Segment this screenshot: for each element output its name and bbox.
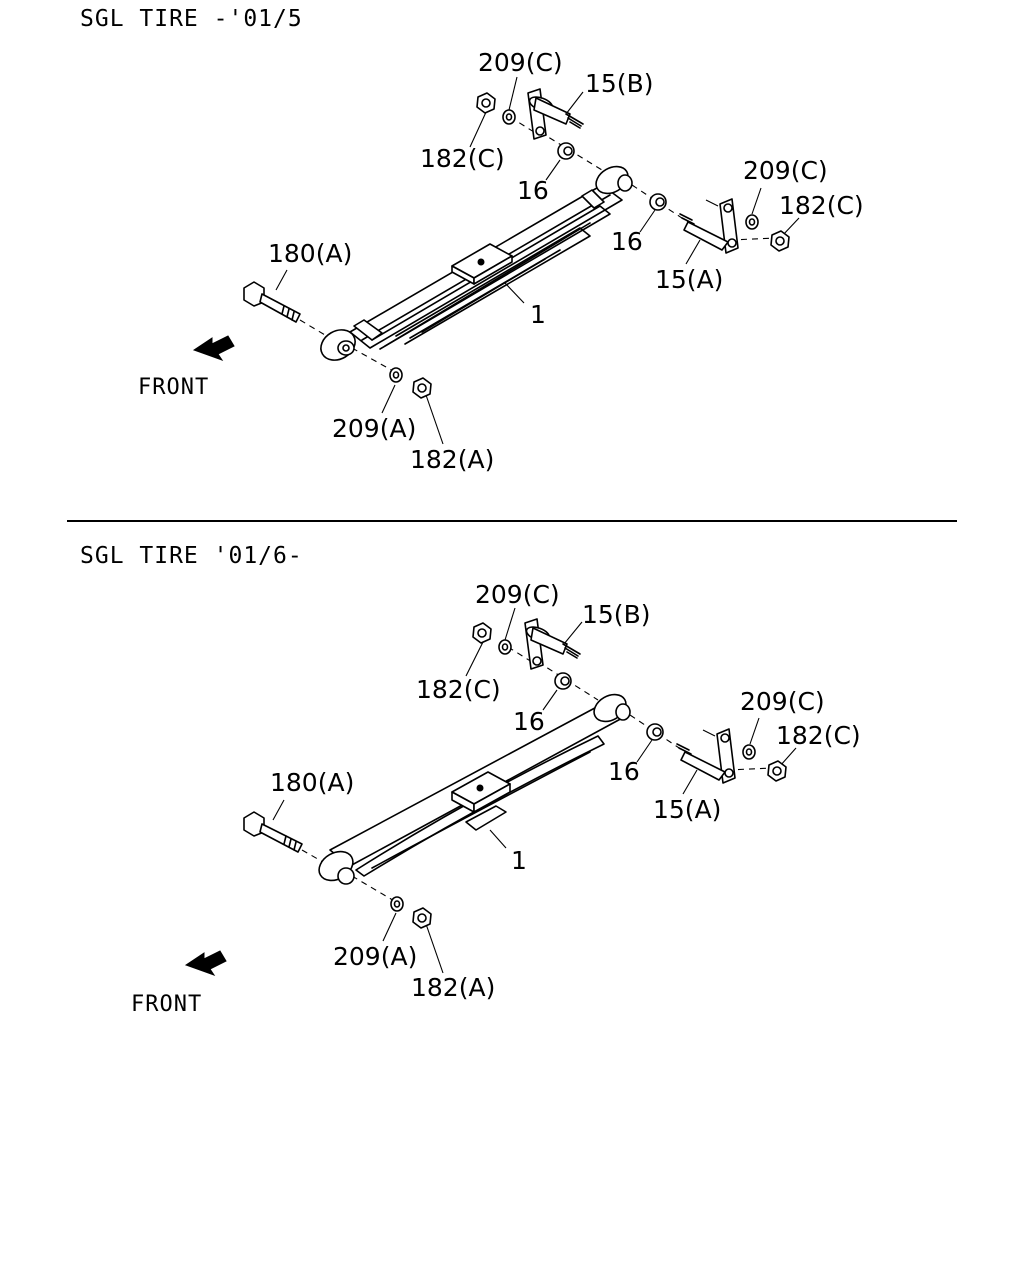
callout-nut-front[interactable]: 182(A)	[410, 445, 495, 474]
callout-leaf-spring[interactable]: 1	[530, 300, 546, 329]
callout-leaf-spring[interactable]: 1	[511, 846, 527, 875]
leaf-spring	[320, 165, 633, 361]
callout-nut-upper[interactable]: 182(C)	[416, 675, 501, 704]
panel-heading: SGL TIRE -'01/5	[80, 6, 303, 32]
parts-illustration	[192, 76, 800, 445]
panel-heading: SGL TIRE '01/6-	[80, 543, 303, 569]
parts-illustration	[184, 607, 797, 976]
front-bolt-set	[243, 811, 432, 929]
front-bolt-set	[243, 281, 432, 399]
front-label: FRONT	[131, 992, 203, 1017]
upper-shackle	[476, 88, 584, 160]
front-direction-arrow-icon	[184, 950, 227, 976]
callout-washer-upper[interactable]: 209(C)	[475, 580, 560, 609]
diagram-panel-sgl-tire-after: SGL TIRE '01/6- FRONT 209(C) 15(B) 182(C…	[0, 530, 1024, 1050]
rear-shackle	[649, 193, 790, 254]
callout-bushing-upper[interactable]: 16	[513, 707, 545, 736]
callout-pin-rear[interactable]: 15(A)	[653, 795, 722, 824]
callout-nut-front[interactable]: 182(A)	[411, 973, 496, 1002]
callout-bushing-rear[interactable]: 16	[608, 757, 640, 786]
callout-nut-upper[interactable]: 182(C)	[420, 144, 505, 173]
callout-nut-rear[interactable]: 182(C)	[776, 721, 861, 750]
callout-bolt-front[interactable]: 180(A)	[270, 768, 355, 797]
diagram-panel-sgl-tire-before: SGL TIRE -'01/5 FRONT 209(C) 15(B) 182(C…	[0, 0, 1024, 515]
callout-pin-rear[interactable]: 15(A)	[655, 265, 724, 294]
callout-nut-rear[interactable]: 182(C)	[779, 191, 864, 220]
callout-washer-front[interactable]: 209(A)	[333, 942, 418, 971]
callout-washer-upper[interactable]: 209(C)	[478, 48, 563, 77]
callout-bushing-upper[interactable]: 16	[517, 176, 549, 205]
callout-bolt-front[interactable]: 180(A)	[268, 239, 353, 268]
upper-shackle	[472, 618, 581, 690]
front-label: FRONT	[138, 375, 210, 400]
callout-washer-rear[interactable]: 209(C)	[740, 687, 825, 716]
callout-washer-front[interactable]: 209(A)	[332, 414, 417, 443]
callout-pin-upper[interactable]: 15(B)	[582, 600, 651, 629]
front-direction-arrow-icon	[192, 335, 235, 361]
section-divider	[67, 520, 957, 522]
callout-washer-rear[interactable]: 209(C)	[743, 156, 828, 185]
callout-pin-upper[interactable]: 15(B)	[585, 69, 654, 98]
callout-bushing-rear[interactable]: 16	[611, 227, 643, 256]
leaf-spring	[318, 693, 631, 885]
rear-shackle	[646, 723, 787, 784]
